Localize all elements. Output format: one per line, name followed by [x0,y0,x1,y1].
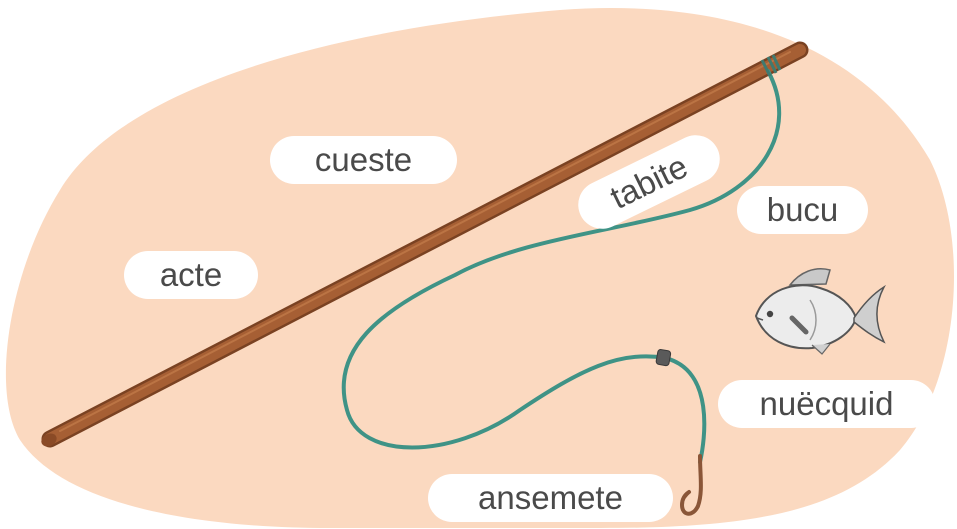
label-bucu: bucu [737,186,868,234]
label-nuecquid: nuëcquid [718,380,935,428]
label-ansemete: ansemete [428,474,673,522]
label-acte: acte [124,251,258,299]
fishing-rod-icon [41,41,809,448]
background-blob [5,8,954,529]
float-icon [655,349,672,367]
label-cueste: cueste [270,136,457,184]
hook-barb-icon [682,490,691,500]
line-tie-icon [760,54,782,77]
fish-icon [754,268,886,355]
